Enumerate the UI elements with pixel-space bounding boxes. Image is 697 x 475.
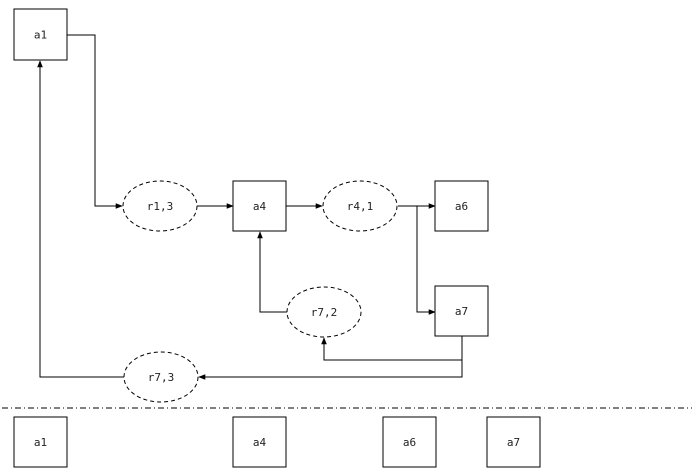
node-a7-label: a7 (455, 305, 468, 318)
node-a1: a1 (13, 8, 68, 61)
relation-r13: r1,3 (122, 180, 198, 232)
edge-r72-to-a4 (257, 231, 287, 313)
bottom-node-a1: a1 (13, 416, 68, 468)
edge-a7-to-r73 (198, 360, 463, 380)
node-a6: a6 (434, 180, 489, 232)
bottom-node-a6-label: a6 (403, 436, 416, 449)
relation-r72: r7,2 (286, 286, 362, 338)
node-a1-label: a1 (34, 29, 47, 42)
bottom-node-a7-label: a7 (507, 436, 520, 449)
bottom-node-a7: a7 (486, 416, 541, 468)
node-a4: a4 (232, 180, 287, 232)
node-a7: a7 (434, 285, 489, 337)
relation-r73-label: r7,3 (148, 371, 175, 384)
relation-r41: r4,1 (322, 180, 398, 232)
bottom-node-a4-label: a4 (253, 436, 267, 449)
relation-r13-label: r1,3 (147, 200, 174, 213)
edge-a1-to-r13 (67, 34, 123, 209)
edge-r41-to-a7 (416, 206, 436, 315)
edge-r73-to-a1 (37, 60, 124, 378)
relation-r73: r7,3 (123, 351, 199, 403)
relation-r72-label: r7,2 (311, 306, 338, 319)
node-a4-label: a4 (253, 200, 267, 213)
bottom-node-a4: a4 (232, 416, 287, 468)
bottom-node-a6: a6 (382, 416, 437, 468)
bottom-node-a1-label: a1 (34, 436, 47, 449)
node-a6-label: a6 (455, 200, 468, 213)
relation-r41-label: r4,1 (347, 200, 374, 213)
edge-a7-to-r72 (321, 336, 463, 361)
